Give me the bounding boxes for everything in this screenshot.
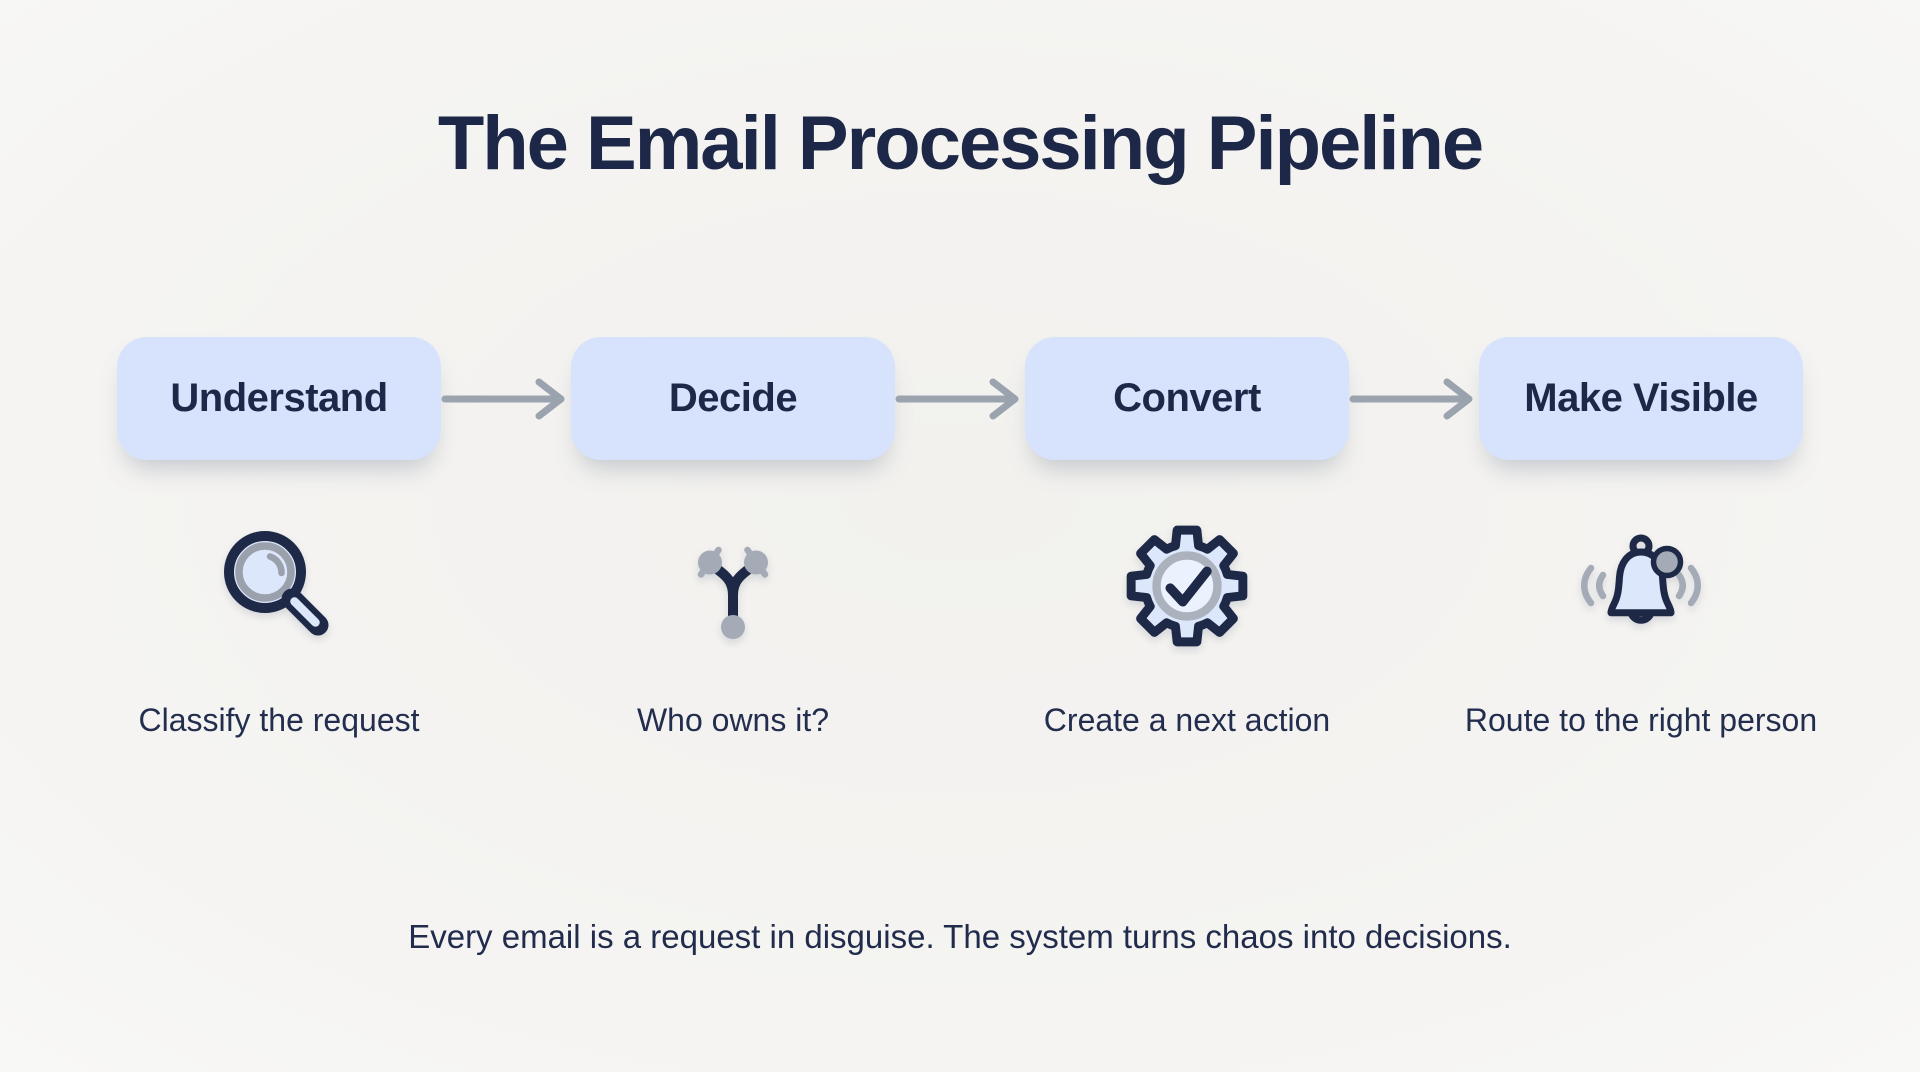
stage-icon-wrap xyxy=(209,522,349,650)
ringing-bell-icon xyxy=(1581,534,1701,624)
flow-arrow-icon xyxy=(441,378,565,419)
stage-label: Make Visible xyxy=(1524,376,1758,420)
stage-caption: Route to the right person xyxy=(1464,702,1818,738)
stage-caption: Classify the request xyxy=(138,702,420,738)
flow-arrow-1 xyxy=(441,337,571,460)
flow-arrow-icon xyxy=(895,378,1019,419)
stage-make-visible: Make Visible Route to the right person xyxy=(1465,337,1817,740)
stage-icon-wrap xyxy=(663,522,803,650)
stage-caption: Create a next action xyxy=(1043,702,1331,738)
gear-check-icon xyxy=(1126,525,1248,647)
stage-understand: Understand Classify the request xyxy=(117,337,441,740)
stage-icon-wrap xyxy=(1117,522,1257,650)
tagline-text: Every email is a request in disguise. Th… xyxy=(408,918,1512,955)
page-title: The Email Processing Pipeline xyxy=(437,101,1484,186)
stage-label: Understand xyxy=(170,376,388,420)
stage-convert: Convert Create a next action xyxy=(1025,337,1349,740)
stage-box-convert: Convert xyxy=(1025,337,1349,460)
stage-box-make-visible: Make Visible xyxy=(1479,337,1803,460)
stage-label: Decide xyxy=(668,376,798,420)
stage-icon-wrap xyxy=(1571,522,1711,650)
stage-label: Convert xyxy=(1113,376,1261,420)
stage-box-decide: Decide xyxy=(571,337,895,460)
stage-caption: Who owns it? xyxy=(636,702,830,738)
flow-arrow-icon xyxy=(1349,378,1473,419)
pipeline-row: Understand Classify the request xyxy=(117,337,1817,740)
branch-split-icon xyxy=(697,546,769,639)
flow-arrow-3 xyxy=(1349,337,1479,460)
stage-decide: Decide Who owns it? xyxy=(571,337,895,740)
flow-arrow-2 xyxy=(895,337,1025,460)
magnifier-search-icon xyxy=(224,531,329,636)
stage-box-understand: Understand xyxy=(117,337,441,460)
